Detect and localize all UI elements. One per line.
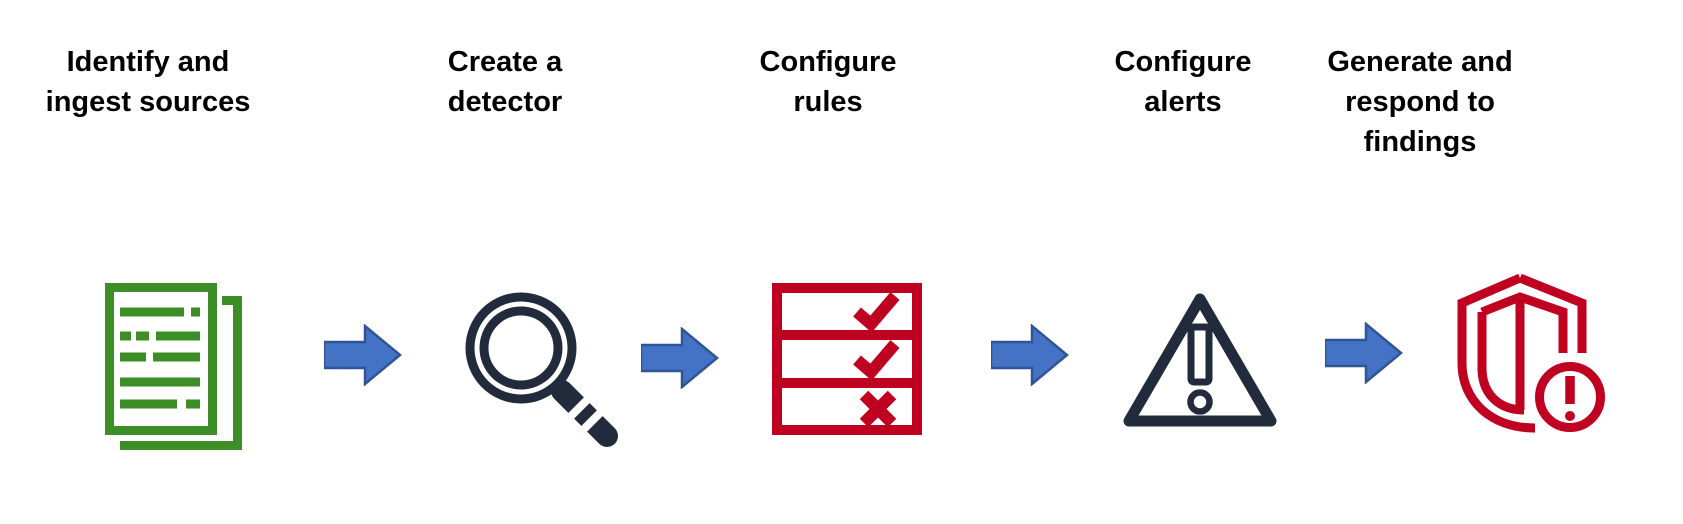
- arrow-right-icon: [324, 324, 402, 386]
- step-label-configure-rules: Configure rules: [760, 42, 897, 122]
- step-label-configure-alerts: Configure alerts: [1115, 42, 1252, 122]
- step-label-line: Create a: [447, 46, 563, 78]
- magnifier-icon: [465, 292, 618, 447]
- arrow-right-icon: [991, 324, 1069, 386]
- step-label-line: alerts: [1144, 86, 1222, 118]
- arrow-right-icon: [641, 327, 719, 389]
- step-label-generate-respond-findings: Generate and respond to findings: [1327, 42, 1512, 162]
- step-label-line: Identify and: [66, 46, 230, 78]
- step-label-line: Generate and: [1327, 46, 1513, 78]
- step-label-line: ingest sources: [45, 86, 251, 118]
- step-label-line: Configure: [1114, 46, 1252, 78]
- checklist-icon: [772, 283, 922, 435]
- step-label-create-detector: Create a detector: [448, 42, 562, 122]
- step-label-line: detector: [447, 86, 563, 118]
- step-label-line: findings: [1363, 126, 1477, 158]
- arrow-right-icon: [1325, 322, 1403, 384]
- step-label-line: Configure: [759, 46, 897, 78]
- warning-triangle-icon: [1123, 293, 1277, 427]
- shield-alert-icon: [1457, 273, 1608, 435]
- step-label-identify-ingest-sources: Identify and ingest sources: [46, 42, 251, 122]
- documents-icon: [105, 283, 242, 450]
- step-label-line: respond to: [1345, 86, 1495, 118]
- step-label-line: rules: [793, 86, 863, 118]
